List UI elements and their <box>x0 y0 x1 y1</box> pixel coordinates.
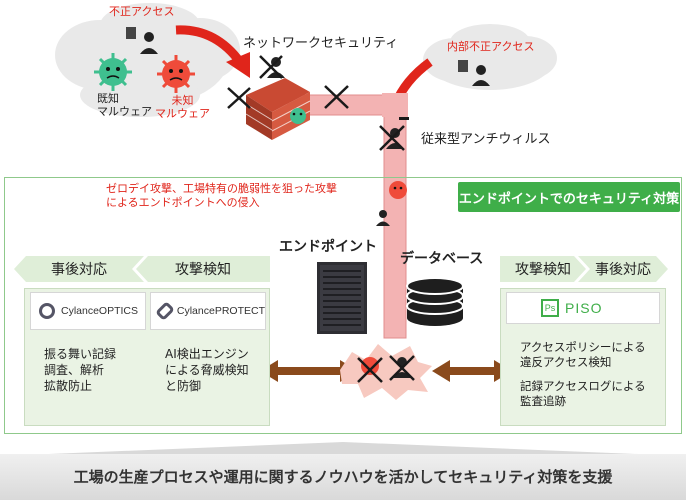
endpoint-server-icon <box>317 262 367 334</box>
footer-bar <box>0 454 686 500</box>
right-tab-post-response: 事後対応 <box>578 256 668 282</box>
unknown-malware-icon <box>157 55 195 93</box>
piso-line-4: 記録アクセスログによる <box>520 379 646 393</box>
left-tab-post-response-label: 事後対応 <box>51 262 107 278</box>
left-tab-attack-detection-label: 攻撃検知 <box>175 262 231 278</box>
database-label: データベース <box>400 251 484 267</box>
optics-logo-text: CylanceOPTICS <box>61 305 139 317</box>
protect-logo-text: CylancePROTECT <box>176 305 265 317</box>
endpoint-security-frame <box>4 177 682 434</box>
unknown-malware-label: 未知 マルウェア <box>155 94 210 120</box>
antivirus-marker <box>399 117 409 120</box>
right-tab-attack-detection: 攻撃検知 <box>500 256 586 282</box>
unauthorized-access-label: 不正アクセス <box>109 5 175 18</box>
protect-line-3: と防御 <box>165 379 202 393</box>
network-security-label: ネットワークセキュリティ <box>243 36 399 51</box>
attack-arrow-left <box>175 25 244 65</box>
malware-at-impact-icon <box>361 357 379 375</box>
footer-peak <box>0 442 686 456</box>
optics-description: 振る舞い記録 調査、解析 拡散防止 <box>44 346 116 394</box>
blocked-x-icon-2 <box>259 55 283 79</box>
blocked-x-icon-6 <box>389 355 415 381</box>
unknown-malware-label-line2: マルウェア <box>155 107 210 120</box>
internal-unauthorized-access-label: 内部不正アクセス <box>447 40 535 53</box>
hacker-icon-cloud-left <box>126 27 158 54</box>
optics-line-3: 拡散防止 <box>44 379 93 393</box>
known-malware-label-line1: 既知 <box>97 92 119 105</box>
network-pipe <box>287 93 408 339</box>
protect-line-2: による脅威検知 <box>165 363 249 377</box>
protect-line-1: AI検出エンジン <box>165 347 249 361</box>
hacker-icon-cloud-right <box>458 60 490 86</box>
optics-line-2: 調査、解析 <box>44 363 105 377</box>
malware-on-wall-icon <box>290 108 306 124</box>
piso-description: アクセスポリシーによる 違反アクセス検知 記録アクセスログによる 監査追跡 <box>520 340 646 409</box>
hacker-icon-pipe-lower <box>376 210 390 226</box>
cylance-protect-logo-card: CylancePROTECT <box>150 292 266 330</box>
attack-arrow-left-head <box>226 52 250 78</box>
endpoint-security-badge: エンドポイントでのセキュリティ対策 <box>458 182 680 212</box>
protect-description: AI検出エンジン による脅威検知 と防御 <box>165 346 249 394</box>
zero-day-label-line2: によるエンドポイントへの侵入 <box>106 196 260 209</box>
piso-line-spacer <box>520 370 646 379</box>
known-malware-icon <box>94 53 132 91</box>
endpoint-label: エンドポイント <box>279 239 377 255</box>
piso-line-2: 違反アクセス検知 <box>520 355 612 369</box>
known-malware-label: 既知 マルウェア <box>97 92 152 118</box>
unknown-malware-label-line1: 未知 <box>171 94 194 107</box>
blocked-x-icon-3 <box>324 85 349 109</box>
impact-splash <box>340 344 432 400</box>
piso-logo-card: Ps PISO <box>506 292 660 324</box>
piso-line-5: 監査追跡 <box>520 394 566 408</box>
left-tab-post-response: 事後対応 <box>14 256 144 282</box>
blocked-x-icon-4 <box>379 125 405 151</box>
malware-on-pipe-icon <box>389 181 407 199</box>
optics-logo-icon <box>39 303 55 319</box>
piso-line-1: アクセスポリシーによる <box>520 340 646 354</box>
footer-text: 工場の生産プロセスや運用に関するノウハウを活かしてセキュリティ対策を支援 <box>73 468 613 486</box>
protect-logo-icon <box>155 301 175 321</box>
right-tab-post-response-label: 事後対応 <box>595 262 651 278</box>
cylance-optics-logo-card: CylanceOPTICS <box>30 292 146 330</box>
database-icon <box>406 277 464 326</box>
optics-line-1: 振る舞い記録 <box>44 347 117 361</box>
blocked-x-icon-1 <box>227 87 251 109</box>
known-malware-label-line2: マルウェア <box>97 105 152 118</box>
piso-logo-text: PISO <box>565 300 603 316</box>
zero-day-label-line1: ゼロデイ攻撃、工場特有の脆弱性を狙った攻撃 <box>106 182 337 195</box>
left-tab-attack-detection: 攻撃検知 <box>136 256 270 282</box>
blocked-x-icon-5 <box>357 357 383 383</box>
cloud-internal <box>423 24 557 90</box>
piso-logo-icon: Ps <box>541 299 559 317</box>
right-tab-attack-detection-label: 攻撃検知 <box>515 262 571 278</box>
traditional-antivirus-label: 従来型アンチウィルス <box>421 132 551 147</box>
zero-day-label: ゼロデイ攻撃、工場特有の脆弱性を狙った攻撃 によるエンドポイントへの侵入 <box>106 182 337 210</box>
